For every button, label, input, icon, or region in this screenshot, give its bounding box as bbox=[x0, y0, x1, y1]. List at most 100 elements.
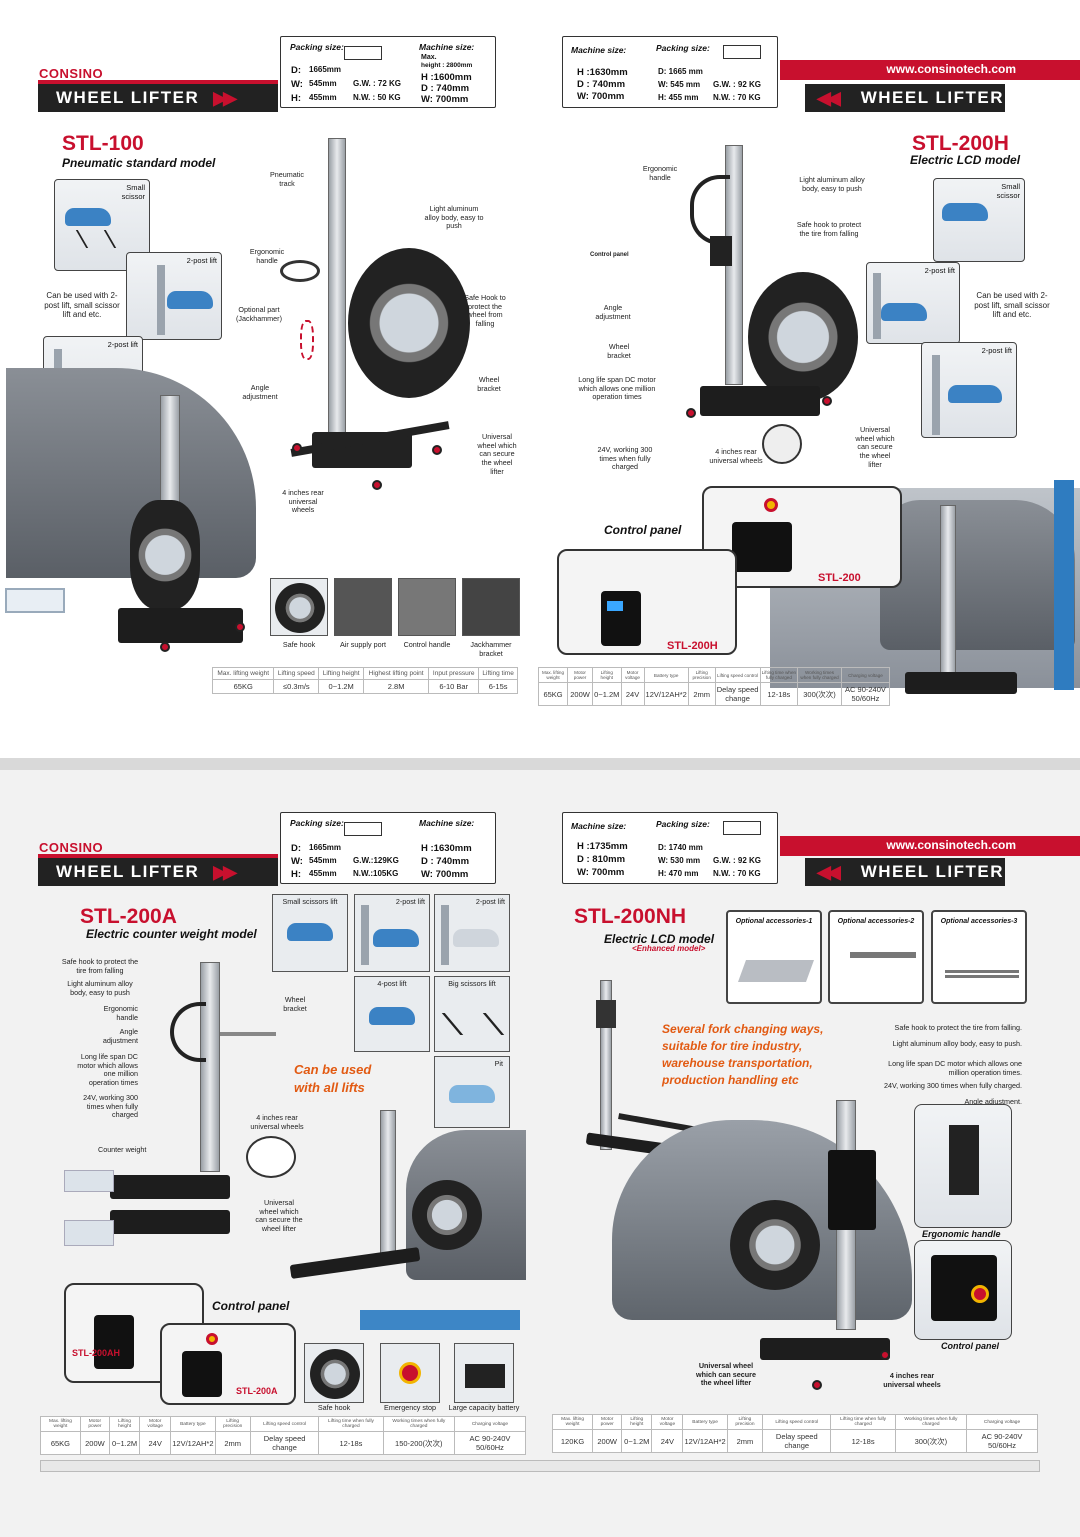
spec-box-right: Machine size: H :1630mm D : 740mm W: 700… bbox=[562, 36, 778, 108]
th: Charging voltage bbox=[840, 667, 891, 683]
lift-caption: Big scissors lift bbox=[448, 979, 496, 988]
machine-title: Machine size: bbox=[419, 818, 475, 828]
lift-pit: Pit bbox=[434, 1056, 510, 1128]
lift-small-scissors: Small scissors lift bbox=[272, 894, 348, 972]
red-line bbox=[780, 852, 1080, 856]
sub-stl200h: Electric LCD model bbox=[910, 153, 1021, 167]
lbl-wheel-bracket-h: Wheel bracket bbox=[607, 342, 631, 360]
lbl-angle: Angle adjustment bbox=[242, 383, 278, 401]
lbl-optional: Optional part (Jackhammer) bbox=[236, 305, 282, 323]
tire-image bbox=[130, 500, 200, 610]
lbl-counter-weight: Counter weight bbox=[98, 1145, 147, 1154]
car-image bbox=[948, 385, 1002, 403]
packing-title: Packing size: bbox=[290, 42, 344, 52]
spec-h-val: 455mm bbox=[309, 869, 337, 878]
thumb-2post: 2-post lift bbox=[126, 252, 222, 340]
title-right: WHEEL LIFTER bbox=[860, 862, 1004, 881]
thumb-caption: 2-post lift bbox=[924, 266, 955, 275]
th: Lifting time when fully charged bbox=[759, 667, 799, 683]
lift-caption: Pit bbox=[494, 1059, 503, 1068]
td: Delay speed change bbox=[249, 1431, 320, 1455]
th: Motor power bbox=[79, 1416, 111, 1432]
td: 2.8M bbox=[363, 679, 430, 694]
counter-weight-1 bbox=[64, 1170, 114, 1192]
spec-d: D: bbox=[291, 65, 302, 76]
thumb-caption: 2-post lift bbox=[107, 340, 138, 349]
lbl-control-panel-h: Control panel bbox=[590, 252, 629, 258]
post bbox=[157, 265, 165, 335]
lbl-safe-hook-h: Safe hook to protect the tire from falli… bbox=[796, 220, 862, 238]
spec-md: D : 740mm bbox=[421, 83, 470, 94]
td: 200W bbox=[567, 682, 593, 706]
feature-5: Angle adjustment. bbox=[964, 1097, 1022, 1106]
th: Motor voltage bbox=[651, 1414, 684, 1430]
spec-w: W: bbox=[291, 79, 303, 90]
thumb-label: Control handle bbox=[403, 640, 451, 649]
th: Battery type bbox=[682, 1414, 728, 1430]
spec-w-r: W: 545 mm bbox=[658, 80, 701, 89]
spec-gw: G.W. : 72 KG bbox=[353, 79, 402, 88]
th: Lifting height bbox=[621, 1414, 653, 1430]
packing-title-r: Packing size: bbox=[656, 819, 710, 829]
stl200a-column bbox=[200, 962, 220, 1172]
scissor-image bbox=[441, 1013, 505, 1035]
td: 150-200(次次) bbox=[382, 1431, 455, 1455]
spec-d-r: D: 1740 mm bbox=[658, 843, 703, 852]
car-image bbox=[369, 1007, 415, 1025]
stl200a-base-2 bbox=[110, 1210, 230, 1234]
th: Max. lifting weight bbox=[551, 1414, 594, 1430]
td: 65KG bbox=[211, 679, 275, 694]
wheel-icon bbox=[372, 480, 382, 490]
red-line bbox=[38, 854, 278, 858]
control-panel-title: Control panel bbox=[604, 523, 682, 537]
th: Lifting speed bbox=[273, 667, 320, 680]
spec-max: Max. bbox=[421, 54, 437, 61]
lbl-ergonomic-nh: Ergonomic handle bbox=[922, 1229, 1001, 1239]
model-stl100: STL-100 bbox=[62, 132, 144, 155]
td: 0~1.2M bbox=[318, 679, 365, 694]
post bbox=[873, 273, 881, 339]
lbl-rear-a: 4 inches rear universal wheels bbox=[250, 1113, 304, 1131]
spec-mh: H :1630mm bbox=[421, 843, 472, 854]
sub-stl200nh: Electric LCD model bbox=[604, 932, 715, 946]
td: 65KG bbox=[537, 682, 569, 706]
lcd-box bbox=[601, 591, 641, 646]
thumb-label: Air supply port bbox=[340, 640, 386, 649]
td: 12-18s bbox=[759, 682, 799, 706]
panel-box bbox=[182, 1351, 222, 1397]
td: 0~1.2M bbox=[621, 1429, 653, 1453]
counter-weight-2 bbox=[64, 1220, 114, 1246]
chevron-left-icon: ◀◀ bbox=[817, 87, 841, 108]
wheel-icon bbox=[880, 1350, 890, 1360]
tag-stl200h: STL-200H bbox=[667, 640, 718, 652]
td: Delay speed change bbox=[762, 1429, 832, 1453]
car-image bbox=[65, 208, 111, 226]
model-stl200a: STL-200A bbox=[80, 905, 177, 928]
model-stl200h: STL-200H bbox=[912, 132, 1009, 155]
stl200nh-control-box bbox=[828, 1150, 876, 1230]
accessory-image bbox=[945, 970, 1019, 978]
wheel-icon bbox=[432, 445, 442, 455]
spec-d: D: bbox=[291, 843, 302, 854]
stl200a-fork bbox=[220, 1032, 276, 1036]
spec-mw: W: 700mm bbox=[421, 869, 469, 880]
td: 6-10 Bar bbox=[428, 679, 480, 694]
zoom-control-panel bbox=[914, 1240, 1012, 1340]
th: Battery type bbox=[170, 1416, 216, 1432]
thumb-label: Large capacity battery bbox=[448, 1403, 520, 1412]
title-left: WHEEL LIFTER bbox=[56, 88, 200, 107]
spec-gw-r: G.W. : 92 KG bbox=[713, 80, 762, 89]
spec-w-r: W: 530 mm bbox=[658, 856, 701, 865]
machine-title-r: Machine size: bbox=[571, 821, 627, 831]
box-icon bbox=[344, 46, 382, 60]
th: Lifting height bbox=[109, 1416, 141, 1432]
thumb-safe-hook bbox=[270, 578, 328, 636]
machine-title-r: Machine size: bbox=[571, 45, 627, 55]
chevron-right-icon: ▶▶ bbox=[213, 861, 237, 882]
can-all-line1: Can be used bbox=[294, 1062, 372, 1077]
stl200h-base bbox=[700, 386, 820, 416]
th: Highest lifting point bbox=[363, 667, 430, 680]
th: Working times when fully charged bbox=[797, 667, 842, 683]
